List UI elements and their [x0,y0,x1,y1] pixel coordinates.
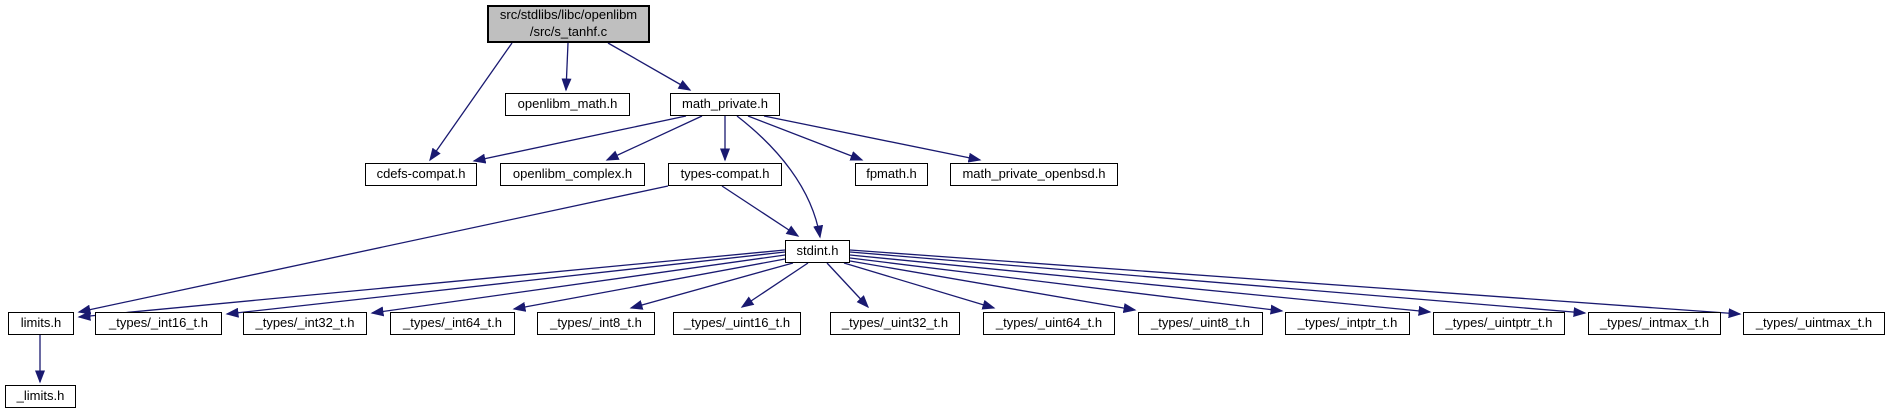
edge-stdint-intmax [849,251,1587,318]
node-uint16[interactable]: _types/_uint16_t.h [673,312,801,335]
node-int16[interactable]: _types/_int16_t.h [95,312,222,335]
node-limits[interactable]: limits.h [8,312,74,335]
edge-stdint-int16 [225,251,786,318]
node-int8[interactable]: _types/_int8_t.h [537,312,655,335]
edge-stdint-uintmax [849,249,1742,319]
edge-math_private-stdint [736,115,824,239]
edge-stdint-int32 [370,254,786,317]
edge-math_private-cdefs_compat [472,115,687,164]
node-uint64[interactable]: _types/_uint64_t.h [983,312,1115,335]
edge-s_tanhf-cdefs_compat [429,42,513,162]
edge-math_private-math_private_openbsd [763,115,982,163]
edge-types_compat-limits [77,185,669,315]
node-uint8[interactable]: _types/_uint8_t.h [1138,312,1263,335]
edge-s_tanhf-math_private [607,42,692,91]
node-uintptr[interactable]: _types/_uintptr_t.h [1433,312,1565,335]
edge-stdint-limits [77,249,786,321]
edge-stdint-uint32 [826,262,870,309]
edge-math_private-fpmath [747,115,864,161]
edge-stdint-uint64 [843,262,996,310]
edge-stdint-uint8 [849,260,1137,313]
edge-types_compat-stdint [721,185,800,237]
node-uintmax[interactable]: _types/_uintmax_t.h [1743,312,1885,335]
node-stdint[interactable]: stdint.h [785,240,850,263]
node-intmax[interactable]: _types/_intmax_t.h [1588,312,1721,335]
node-intptr[interactable]: _types/_intptr_t.h [1285,312,1410,335]
node-openlibm_math[interactable]: openlibm_math.h [505,93,630,116]
node-uint32[interactable]: _types/_uint32_t.h [830,312,960,335]
node-types_compat[interactable]: types-compat.h [668,163,782,186]
node-int32[interactable]: _types/_int32_t.h [243,312,367,335]
edge-stdint-uintptr [849,254,1432,316]
node-math_private[interactable]: math_private.h [670,93,780,116]
edge-s_tanhf-openlibm_math [561,42,572,92]
node-fpmath[interactable]: fpmath.h [855,163,928,186]
node-openlibm_complex[interactable]: openlibm_complex.h [500,163,645,186]
edge-stdint-int64 [512,258,786,312]
edges-group [35,42,1742,384]
edge-stdint-uint16 [740,262,809,308]
node-_limits[interactable]: _limits.h [5,385,76,408]
node-int64[interactable]: _types/_int64_t.h [390,312,515,335]
edge-stdint-intptr [849,257,1284,315]
node-cdefs_compat[interactable]: cdefs-compat.h [365,163,477,186]
edge-math_private-openlibm_complex [605,115,703,161]
node-s_tanhf[interactable]: src/stdlibs/libc/openlibm /src/s_tanhf.c [487,5,650,43]
edge-stdint-int8 [629,262,794,310]
node-math_private_openbsd[interactable]: math_private_openbsd.h [950,163,1118,186]
